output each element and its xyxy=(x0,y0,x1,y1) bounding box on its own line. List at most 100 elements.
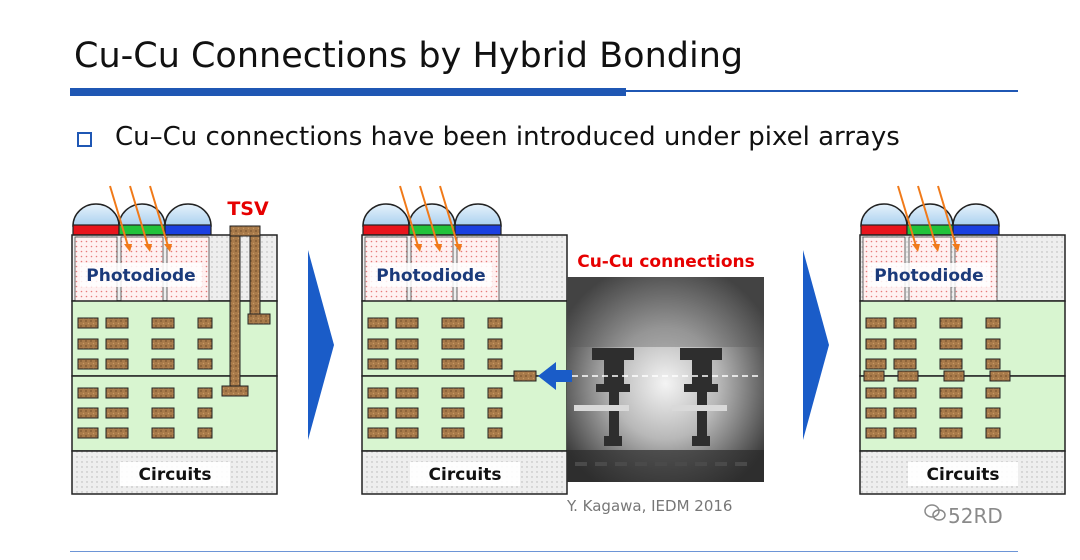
copper-pad xyxy=(395,358,419,370)
copper-pad xyxy=(865,387,887,399)
tsv-pad xyxy=(247,313,271,325)
copper-pad xyxy=(893,407,917,419)
copper-pad xyxy=(77,338,99,350)
bond-pad xyxy=(513,370,537,382)
copper-pad xyxy=(395,338,419,350)
light-ray-arrowhead xyxy=(124,244,132,252)
microlens xyxy=(362,203,410,227)
light-ray xyxy=(439,185,459,247)
copper-pad xyxy=(77,387,99,399)
bullet-text: Cu–Cu connections have been introduced u… xyxy=(115,122,900,152)
copper-pad xyxy=(197,427,213,439)
copper-pad xyxy=(105,338,129,350)
copper-pad xyxy=(441,358,465,370)
copper-pad xyxy=(395,427,419,439)
color-filter xyxy=(72,224,120,236)
chevron-arrow-icon xyxy=(803,250,829,440)
bond-pad xyxy=(863,370,885,382)
copper-pad xyxy=(893,317,917,329)
copper-pad xyxy=(105,358,129,370)
copper-pad xyxy=(395,407,419,419)
light-ray xyxy=(917,185,937,247)
copper-pad xyxy=(985,387,1001,399)
color-filter xyxy=(454,224,502,236)
citation: Y. Kagawa, IEDM 2016 xyxy=(567,497,733,515)
copper-pad xyxy=(985,358,1001,370)
light-ray xyxy=(109,185,129,247)
color-filter xyxy=(362,224,410,236)
copper-pad xyxy=(441,387,465,399)
bullet-square-icon xyxy=(77,132,92,147)
bond-pad xyxy=(897,370,919,382)
copper-pad xyxy=(367,427,389,439)
copper-pad xyxy=(939,317,963,329)
copper-pad xyxy=(105,317,129,329)
color-filter xyxy=(952,224,1000,236)
copper-pad xyxy=(865,338,887,350)
copper-pad xyxy=(197,317,213,329)
copper-pad xyxy=(487,358,503,370)
copper-pad xyxy=(893,358,917,370)
light-ray xyxy=(419,185,439,247)
light-ray xyxy=(149,185,169,247)
copper-pad xyxy=(105,427,129,439)
copper-pad xyxy=(487,407,503,419)
microlens xyxy=(906,203,954,227)
copper-pad xyxy=(939,427,963,439)
light-ray-arrowhead xyxy=(164,244,172,252)
photodiode-label-bg xyxy=(370,263,492,287)
copper-pad xyxy=(77,317,99,329)
light-ray-arrowhead xyxy=(414,244,422,252)
copper-pad xyxy=(865,407,887,419)
photodiode-label: Photodiode xyxy=(86,266,195,286)
copper-pad xyxy=(395,317,419,329)
copper-pad xyxy=(367,317,389,329)
title-underline-thin xyxy=(626,90,1018,92)
color-filter xyxy=(860,224,908,236)
copper-pad xyxy=(105,407,129,419)
tsv-via xyxy=(249,235,261,315)
copper-pad xyxy=(105,387,129,399)
copper-pad xyxy=(197,338,213,350)
bond-pad xyxy=(989,370,1011,382)
circuits-label-bg xyxy=(908,462,1018,486)
light-ray-arrowhead xyxy=(144,244,152,252)
bottom-rule xyxy=(70,551,1018,552)
watermark: 52RD xyxy=(948,504,1003,528)
copper-pad xyxy=(151,358,175,370)
photodiode-label-bg xyxy=(80,263,202,287)
tsv-pad xyxy=(221,385,249,397)
circuits-label-bg xyxy=(410,462,520,486)
copper-pad xyxy=(441,427,465,439)
microlens xyxy=(952,203,1000,227)
microlens xyxy=(164,203,212,227)
copper-pad xyxy=(151,407,175,419)
bond-pad xyxy=(943,370,965,382)
circuits-label-bg xyxy=(120,462,230,486)
light-ray xyxy=(129,185,149,247)
copper-pad xyxy=(865,358,887,370)
copper-pad xyxy=(197,407,213,419)
copper-pad xyxy=(487,338,503,350)
microlens xyxy=(454,203,502,227)
copper-pad xyxy=(395,387,419,399)
copper-pad xyxy=(441,407,465,419)
copper-pad xyxy=(151,338,175,350)
copper-pad xyxy=(151,387,175,399)
color-filter xyxy=(164,224,212,236)
copper-pad xyxy=(197,387,213,399)
tsv-via xyxy=(229,235,241,387)
copper-pad xyxy=(367,338,389,350)
light-ray-arrowhead xyxy=(912,244,920,252)
copper-pad xyxy=(939,407,963,419)
copper-pad xyxy=(151,317,175,329)
photodiode-label: Photodiode xyxy=(376,266,485,286)
cu-cu-sem-photo xyxy=(567,277,764,482)
copper-pad xyxy=(197,358,213,370)
copper-pad xyxy=(939,338,963,350)
light-ray-arrowhead xyxy=(952,244,960,252)
